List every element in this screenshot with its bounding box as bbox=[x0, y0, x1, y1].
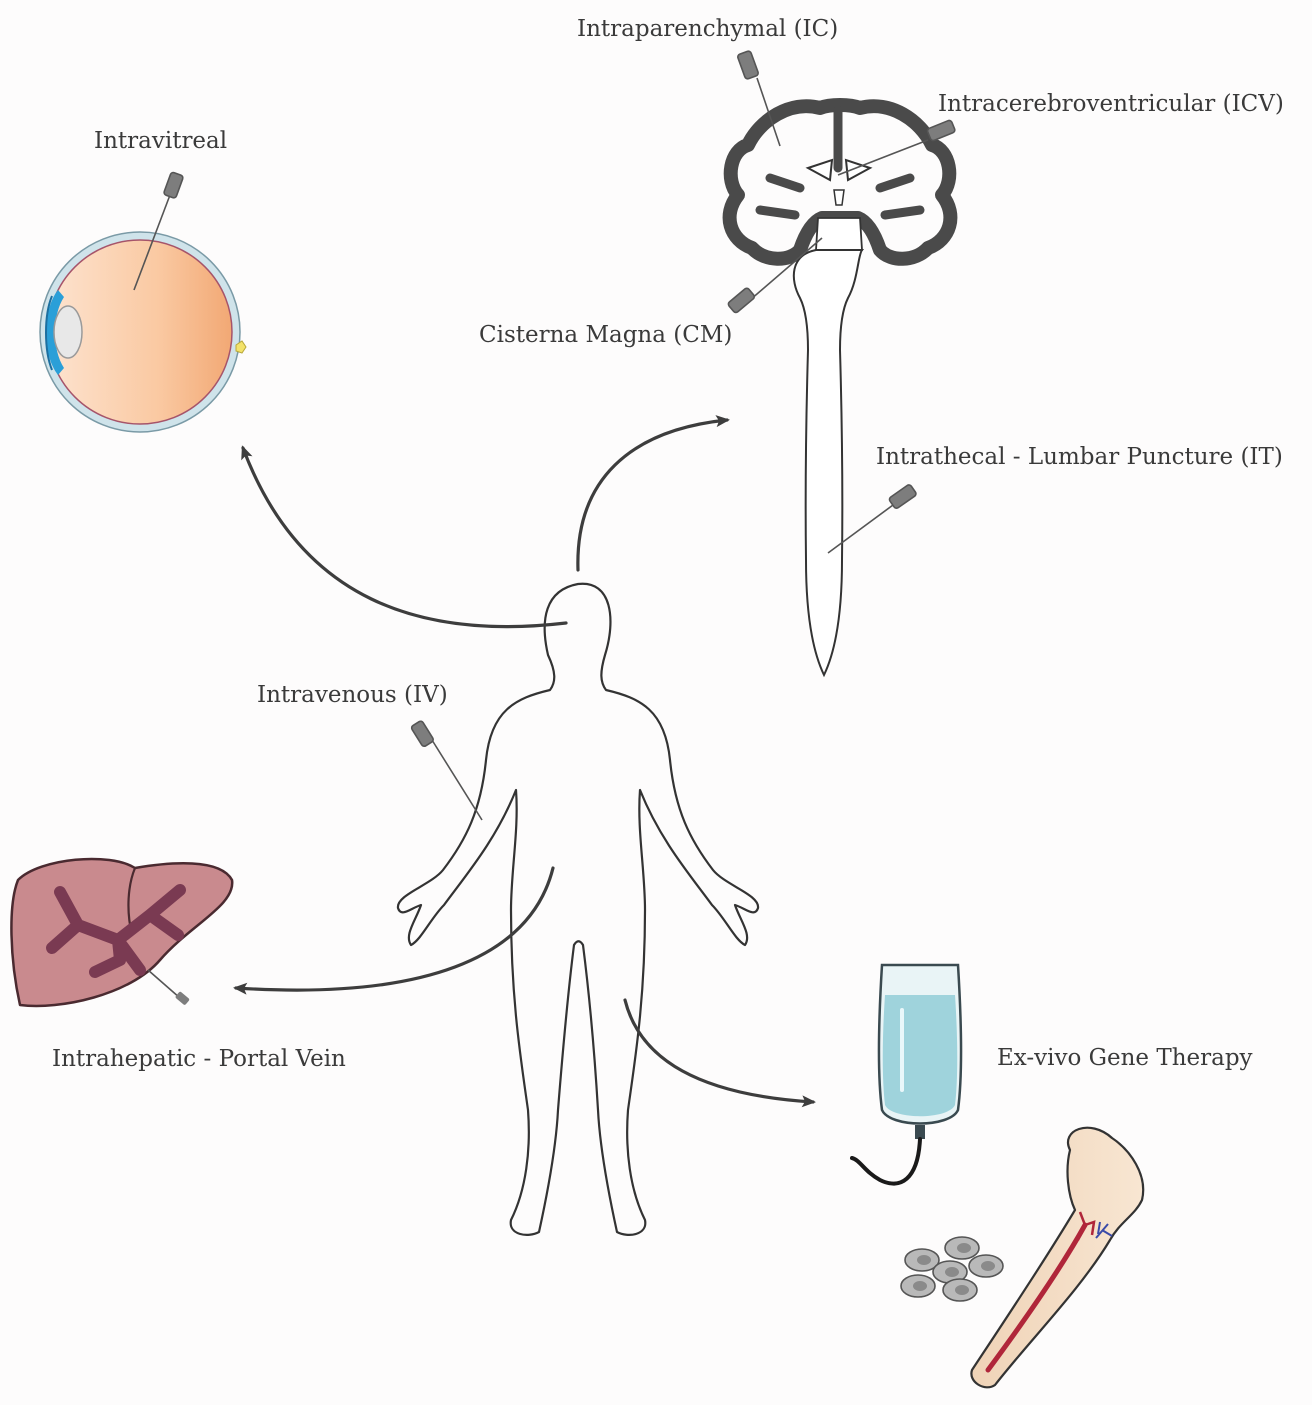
label-intravenous: Intravenous (IV) bbox=[257, 682, 448, 708]
label-intracerebroventricular: Intracerebroventricular (ICV) bbox=[938, 91, 1284, 117]
arrow-to-liver bbox=[233, 866, 555, 995]
label-ex-vivo: Ex-vivo Gene Therapy bbox=[997, 1045, 1253, 1071]
arrow-to-exvivo bbox=[623, 998, 816, 1108]
arrow-to-eye bbox=[241, 445, 568, 629]
label-intraparenchymal: Intraparenchymal (IC) bbox=[577, 16, 839, 42]
label-intrahepatic: Intrahepatic - Portal Vein bbox=[52, 1046, 346, 1072]
label-intravitreal: Intravitreal bbox=[94, 128, 228, 154]
cells-icon bbox=[900, 1236, 1004, 1302]
brain-spinal-cord-icon bbox=[722, 98, 958, 678]
bone-icon bbox=[970, 1126, 1145, 1389]
label-intrathecal: Intrathecal - Lumbar Puncture (IT) bbox=[876, 444, 1283, 470]
arrow-icon bbox=[233, 415, 816, 1108]
arrow-to-brain bbox=[576, 415, 730, 572]
iv-bag-icon bbox=[850, 963, 963, 1186]
eye-icon bbox=[39, 231, 247, 433]
human-body-icon bbox=[396, 582, 760, 1236]
label-cisterna-magna: Cisterna Magna (CM) bbox=[479, 322, 733, 348]
liver-icon bbox=[10, 857, 234, 1008]
syringe-icon bbox=[133, 50, 956, 821]
